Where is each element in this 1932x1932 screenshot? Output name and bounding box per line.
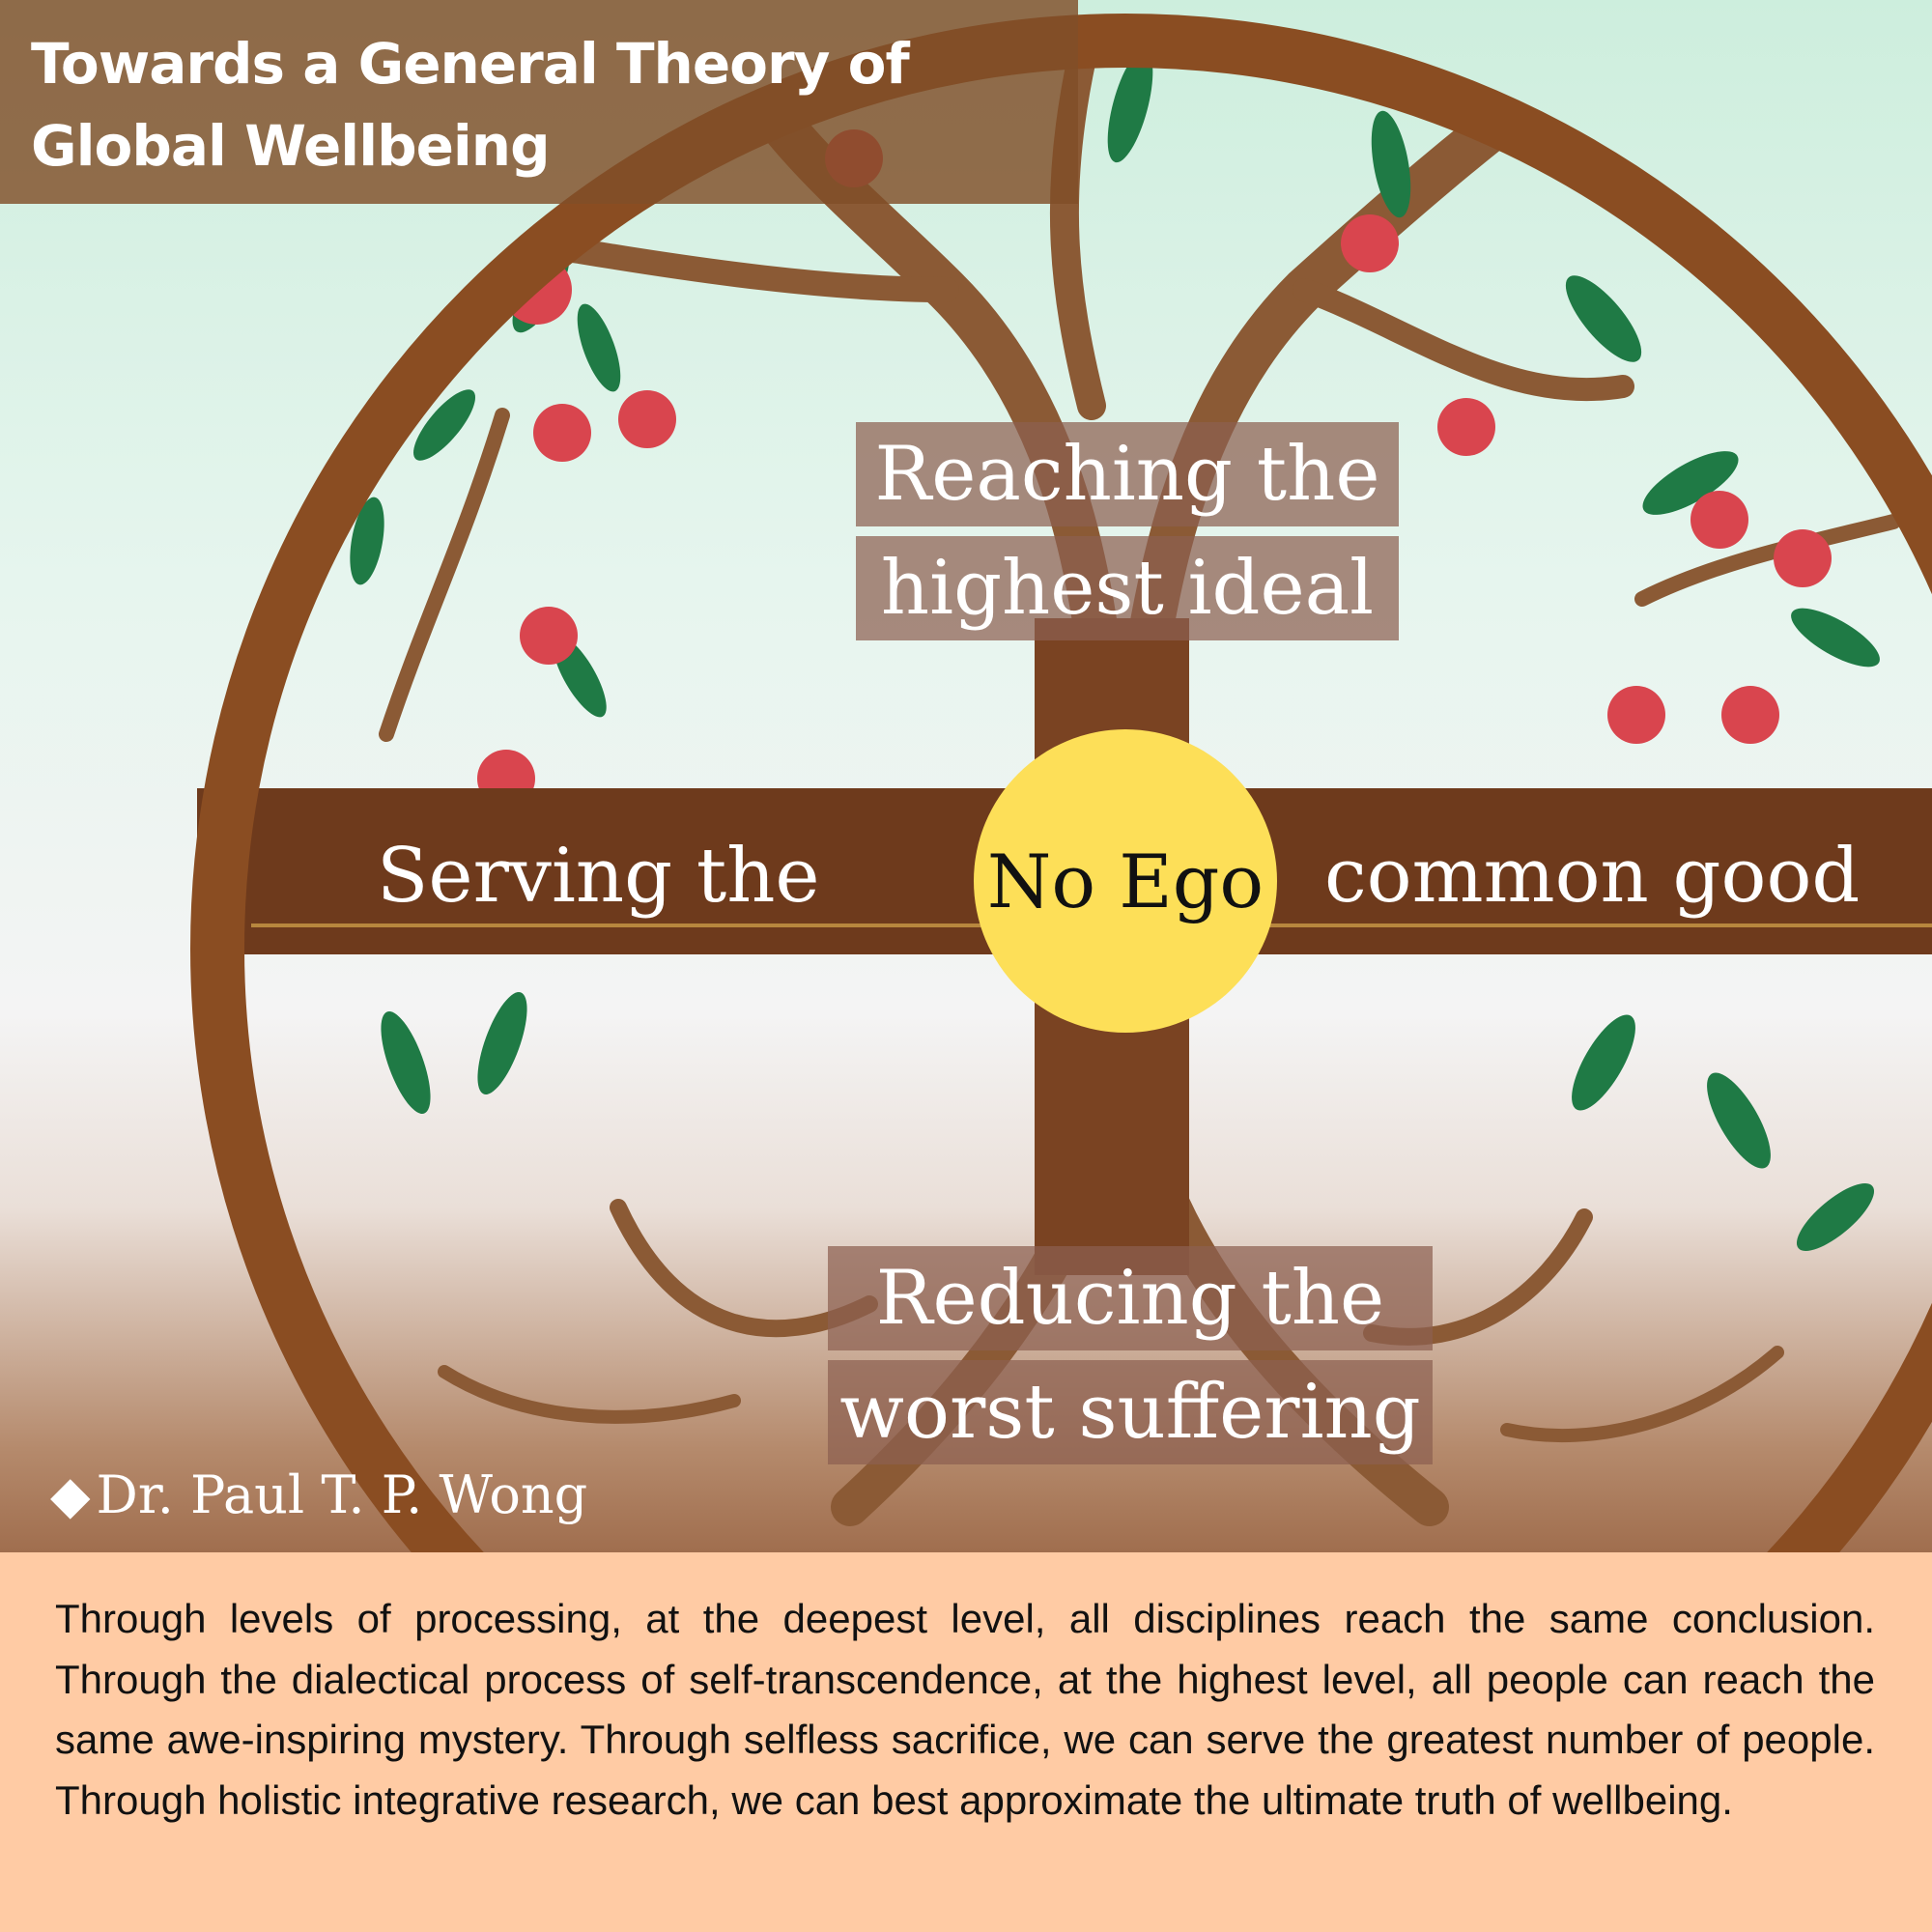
description-text: Through levels of processing, at the dee… xyxy=(55,1596,1875,1823)
diamond-icon: ◆ xyxy=(50,1464,91,1525)
author: ◆Dr. Paul T. P. Wong xyxy=(50,1464,587,1525)
page-title: Towards a General Theory of Global Wellb… xyxy=(31,31,910,179)
title-banner: Towards a General Theory of Global Wellb… xyxy=(0,0,1078,204)
left-label: Serving the xyxy=(377,833,820,920)
bottom-label-line2: worst suffering xyxy=(828,1360,1433,1464)
center-circle: No Ego xyxy=(974,729,1277,1033)
right-label: common good xyxy=(1324,833,1861,920)
bottom-label-line1: Reducing the xyxy=(828,1246,1433,1350)
center-label: No Ego xyxy=(986,838,1264,924)
top-label-line2: highest ideal xyxy=(856,536,1399,640)
description-panel: Through levels of processing, at the dee… xyxy=(0,1552,1932,1932)
top-label-line1: Reaching the xyxy=(856,422,1399,526)
circle-ring xyxy=(190,14,1932,1552)
author-name: Dr. Paul T. P. Wong xyxy=(96,1464,588,1525)
